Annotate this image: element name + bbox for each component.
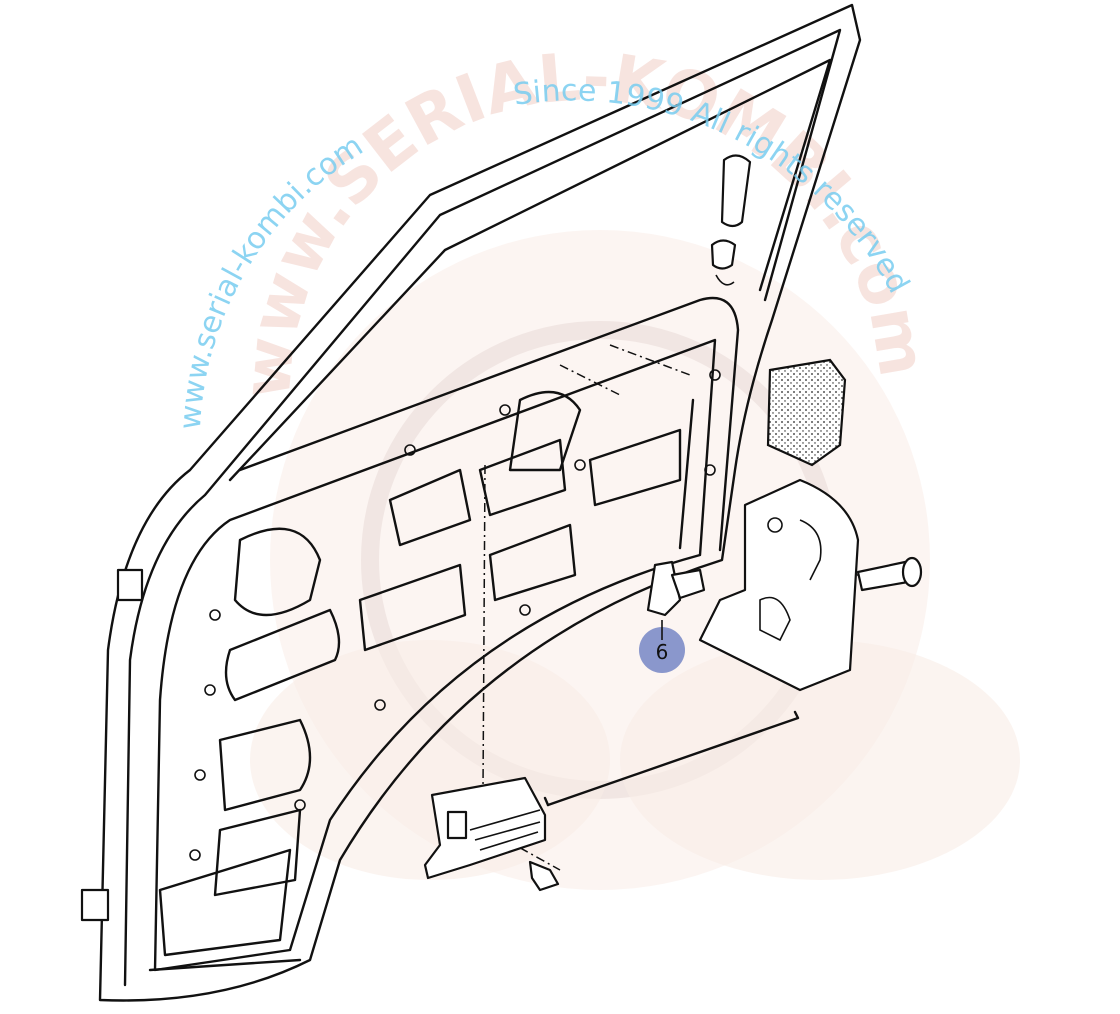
callout-label: 6 <box>656 640 669 664</box>
callout-badge <box>639 627 685 673</box>
lock-lever-part-6 <box>646 560 706 617</box>
lock-rod-vertical <box>678 398 695 550</box>
lock-knob <box>720 154 752 228</box>
latch-screw <box>856 556 923 592</box>
knob-grommet <box>710 239 737 286</box>
callout-6: 6 <box>639 620 685 673</box>
inside-door-handle <box>423 776 547 880</box>
remote-control-rod <box>543 710 800 807</box>
handle-screw <box>528 860 560 892</box>
door-latch <box>698 478 860 692</box>
lower-hinge <box>80 888 110 922</box>
upper-hinge <box>116 568 144 602</box>
foam-pad <box>766 358 847 467</box>
